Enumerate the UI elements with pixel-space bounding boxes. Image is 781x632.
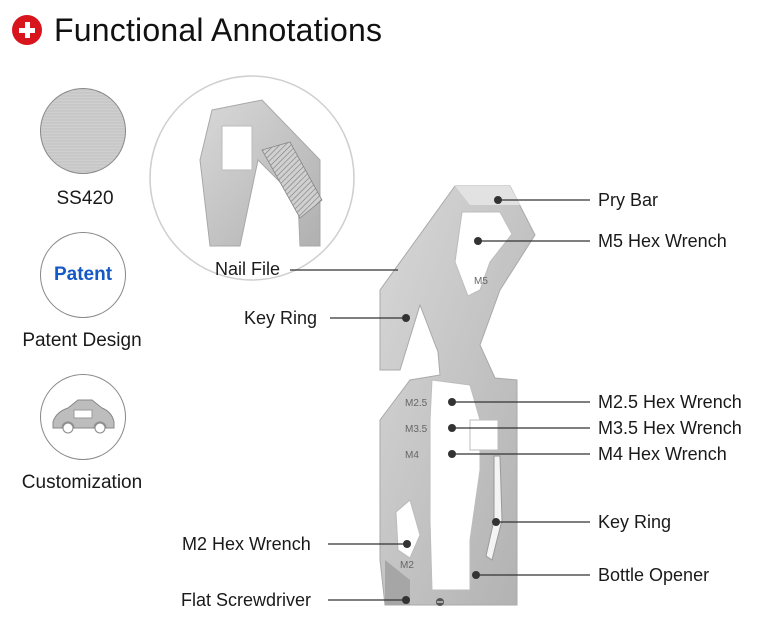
- callout-pry-bar: Pry Bar: [598, 190, 659, 210]
- feature-label-material: SS420: [56, 188, 114, 209]
- marking-m5: M5: [474, 276, 488, 287]
- steel-texture-circle: [40, 88, 126, 174]
- callout-m35-hex-wrench: M3.5 Hex Wrench: [598, 418, 742, 438]
- marking-m2: M2: [400, 560, 414, 571]
- callout-flat-screwdriver: Flat Screwdriver: [181, 590, 312, 610]
- callout-key-ring-bottom: Key Ring: [598, 512, 672, 532]
- callout-bottle-opener: Bottle Opener: [598, 565, 710, 585]
- page-title: Functional Annotations: [54, 11, 383, 48]
- callout-m2-hex-wrench: M2 Hex Wrench: [182, 534, 311, 554]
- callout-m4-hex-wrench: M4 Hex Wrench: [598, 444, 727, 464]
- tool-upper-body: [379, 185, 536, 606]
- feature-label-customization: Customization: [21, 472, 143, 493]
- patent-badge-text: Patent: [53, 264, 113, 285]
- car-shape-icon: [52, 399, 115, 434]
- callout-m25-hex-wrench: M2.5 Hex Wrench: [598, 392, 742, 412]
- callout-key-ring-top: Key Ring: [244, 308, 318, 328]
- leader-lines: [290, 199, 590, 601]
- patent-badge: Patent: [40, 232, 126, 318]
- callout-m5-hex-wrench: M5 Hex Wrench: [598, 231, 727, 251]
- callout-nail-file: Nail File: [215, 259, 281, 279]
- marking-m25: M2.5: [405, 398, 428, 409]
- leader-dots: [402, 196, 502, 604]
- nail-file-zoom-circle: [149, 75, 355, 281]
- feature-label-patent: Patent Design: [22, 330, 142, 351]
- header: Functional Annotations: [12, 10, 382, 50]
- customization-circle: [40, 374, 126, 460]
- plus-icon: [12, 15, 42, 45]
- marking-m35: M3.5: [405, 424, 428, 435]
- marking-m4: M4: [405, 450, 419, 461]
